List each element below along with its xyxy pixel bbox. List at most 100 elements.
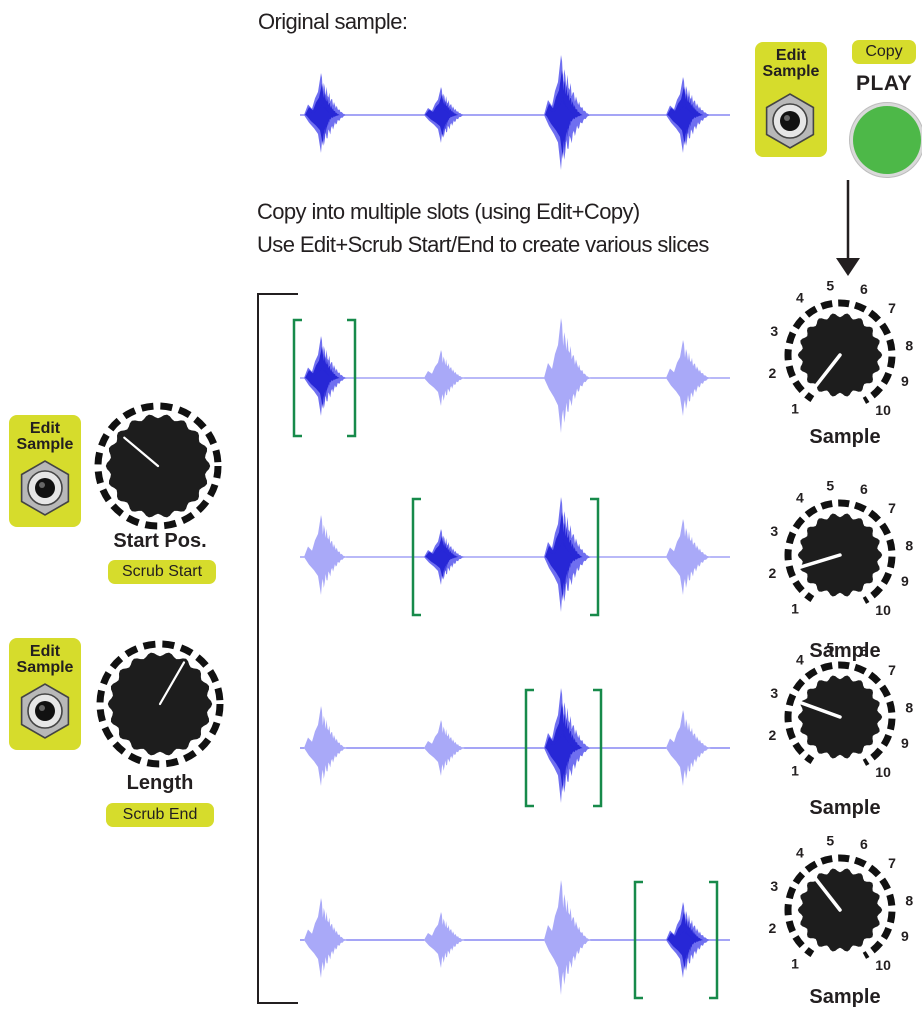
slice-bracket-2 — [411, 497, 600, 617]
bracket-left — [524, 688, 534, 808]
waveform-hit-core — [668, 103, 703, 146]
waveform-hit — [304, 706, 353, 786]
scrub-start-tag: Scrub Start — [108, 560, 216, 584]
knob-pointer — [809, 353, 842, 393]
length-knob[interactable] — [96, 640, 224, 768]
knob-scale-ring — [94, 402, 222, 530]
sample-knob-number: 8 — [905, 892, 913, 908]
sample-knob-title-1: Sample — [809, 426, 881, 448]
jack-highlight — [39, 705, 45, 711]
sample-knob-number: 5 — [826, 833, 834, 849]
top-edit-sample-panel: Edit Sample — [755, 42, 827, 157]
sample-knob-number: 7 — [888, 855, 896, 871]
knob-scale-gap — [782, 852, 898, 968]
bracket-left — [411, 497, 421, 617]
original-sample-caption: Original sample: — [258, 9, 408, 34]
sample-knob-number: 4 — [796, 290, 804, 306]
waveform-hit — [424, 350, 471, 406]
waveform-hit — [304, 515, 353, 595]
waveform-hit — [544, 318, 597, 433]
sample-knob-number: 8 — [905, 337, 913, 353]
sample-knob-number: 3 — [770, 878, 778, 894]
start-pos-knob-title: Start Pos. — [113, 530, 207, 552]
edit-label: Edit — [29, 643, 61, 660]
group-bracket — [257, 293, 298, 1004]
play-button[interactable] — [853, 106, 921, 174]
sample-knob-number: 5 — [826, 278, 834, 294]
knob-scale-gap — [782, 497, 898, 613]
waveform-hit — [666, 340, 717, 416]
sample-knob-number: 3 — [770, 685, 778, 701]
sample-knob-number: 10 — [875, 957, 891, 973]
knob-scale-gap — [782, 659, 898, 775]
bracket-right — [593, 688, 603, 808]
bracket-right — [347, 318, 357, 438]
slice-bracket-4 — [633, 880, 719, 1000]
sample-knob-number: 9 — [901, 373, 909, 389]
slice-waveform-row-1 — [300, 318, 730, 433]
start-edit-sample-jack — [20, 460, 70, 516]
copy-caption-line2: Use Edit+Scrub Start/End to create vario… — [257, 232, 709, 257]
knob-scale-ring — [96, 640, 224, 768]
waveform-hit — [304, 898, 353, 978]
sample-knob-number: 1 — [791, 601, 799, 617]
sample-knob-title-2: Sample — [809, 640, 881, 662]
sample-knob-number: 6 — [860, 481, 868, 497]
sample-knob-number: 10 — [875, 602, 891, 618]
play-label: PLAY — [856, 72, 913, 95]
sample-knob-number: 4 — [796, 490, 804, 506]
slice-waveform-row-2 — [300, 497, 730, 612]
sample-knob-number: 2 — [768, 565, 776, 581]
start-pos-knob[interactable] — [94, 402, 222, 530]
sample-knob-number: 3 — [770, 323, 778, 339]
waveform-hit — [424, 912, 471, 968]
sample-knob-number: 4 — [796, 652, 804, 668]
jack-socket — [780, 111, 800, 131]
sample-knob-number: 5 — [826, 640, 834, 656]
sample-knob-number: 5 — [826, 478, 834, 494]
waveform-hit — [544, 880, 597, 995]
length-edit-sample-jack — [20, 683, 70, 739]
slice-bracket-1 — [292, 318, 357, 438]
sample-knob-3[interactable]: 1 2 3 4 5 6 7 8 9 10 — [768, 640, 913, 788]
knob-pointer — [794, 553, 842, 571]
length-knob-title: Length — [126, 772, 194, 794]
jack-socket — [35, 478, 55, 498]
sample-knob-number: 2 — [768, 920, 776, 936]
knob-pointer — [123, 436, 160, 468]
sample-knob-number: 6 — [860, 281, 868, 297]
sample-label: Sample — [16, 659, 74, 676]
waveform-hit-core — [306, 102, 340, 146]
knob-pointer — [158, 661, 186, 706]
bracket-left — [292, 318, 302, 438]
waveform-hit — [424, 720, 471, 776]
waveform-hit-core — [426, 106, 459, 138]
sample-knob-title-4: Sample — [809, 986, 881, 1008]
sample-knob-number: 7 — [888, 662, 896, 678]
sample-knob-number: 8 — [905, 699, 913, 715]
slice-waveform-row-3 — [300, 688, 730, 803]
jack-socket — [35, 701, 55, 721]
sample-knob-number: 2 — [768, 727, 776, 743]
edit-label: Edit — [775, 47, 807, 64]
sample-knob-title-3: Sample — [809, 797, 881, 819]
bracket-right — [590, 497, 600, 617]
sample-knob-number: 10 — [875, 764, 891, 780]
sample-label: Sample — [762, 63, 820, 80]
sample-knob-number: 10 — [875, 402, 891, 418]
sample-knob-number: 9 — [901, 735, 909, 751]
sample-knob-number: 1 — [791, 763, 799, 779]
sample-knob-number: 9 — [901, 928, 909, 944]
sample-knob-number: 6 — [860, 643, 868, 659]
waveform-hit-core — [426, 548, 459, 580]
waveform-hit-core — [546, 539, 581, 601]
waveform-hit-core — [668, 928, 703, 971]
edit-label: Edit — [29, 420, 61, 437]
bracket-right — [709, 880, 719, 1000]
sample-knob-number: 7 — [888, 300, 896, 316]
sample-knob-number: 7 — [888, 500, 896, 516]
